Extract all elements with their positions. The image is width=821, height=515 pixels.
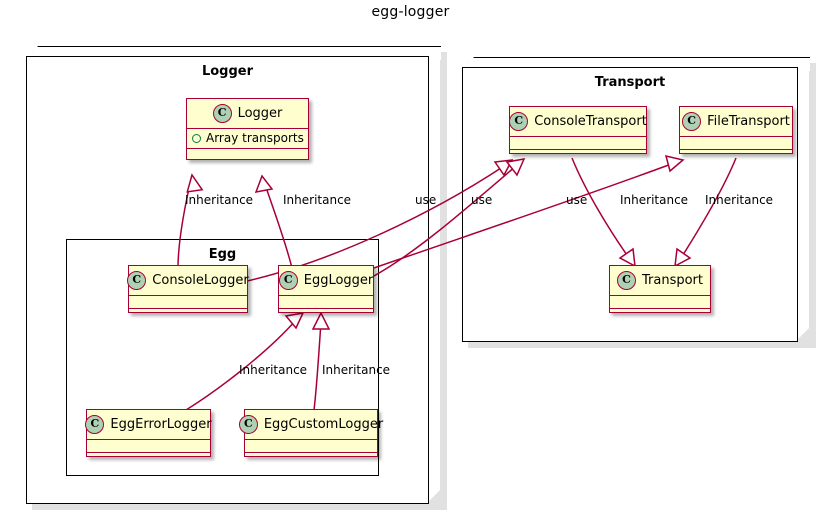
class-stereotype-icon: C xyxy=(212,104,232,123)
class-stereotype-icon: C xyxy=(682,112,702,131)
edge-label-inheritance: Inheritance xyxy=(620,193,689,207)
page-title: egg-logger xyxy=(371,4,450,20)
class-header: C EggCustomLogger xyxy=(238,410,383,440)
edge-label-use: use xyxy=(471,193,493,207)
package-title-logger: Logger xyxy=(201,64,254,79)
class-stereotype-icon: C xyxy=(509,112,529,131)
edge-egglogger-consoletransport xyxy=(374,166,516,276)
class-attributes: Array transports xyxy=(187,129,308,149)
class-name: EggLogger xyxy=(303,273,374,288)
inheritance-arrowhead xyxy=(620,249,635,266)
class-methods xyxy=(279,309,373,322)
class-attributes xyxy=(680,137,792,150)
class-name: Logger xyxy=(237,106,283,121)
edge-egglogger-filetransport xyxy=(374,163,674,268)
inheritance-arrowhead xyxy=(675,249,690,266)
edge-label-inheritance: Inheritance xyxy=(322,363,391,377)
class-name: EggErrorLogger xyxy=(110,417,212,432)
inheritance-arrowhead xyxy=(286,313,303,328)
edge-label-inheritance: Inheritance xyxy=(283,193,352,207)
edge-label-use: use xyxy=(566,193,588,207)
class-box-filetransport[interactable]: C FileTransport xyxy=(679,106,793,154)
edge-label-inheritance: Inheritance xyxy=(185,193,254,207)
class-box-transport[interactable]: C Transport xyxy=(609,265,711,313)
class-stereotype-icon: C xyxy=(85,415,105,434)
inheritance-arrowhead xyxy=(666,156,683,171)
class-attributes xyxy=(610,296,710,309)
class-header: C Transport xyxy=(610,266,710,296)
class-box-logger[interactable]: C Logger Array transports xyxy=(186,98,309,160)
class-attributes xyxy=(87,440,210,453)
class-name: ConsoleLogger xyxy=(152,273,249,288)
package-right-face xyxy=(426,46,440,504)
class-header: C EggLogger xyxy=(278,266,374,296)
class-methods xyxy=(510,150,646,163)
class-attributes xyxy=(245,440,377,453)
edge-filetransport-transport xyxy=(681,158,736,258)
class-methods xyxy=(610,309,710,322)
class-stereotype-icon: C xyxy=(127,271,147,290)
attribute-label: Array transports xyxy=(206,131,304,145)
class-name: FileTransport xyxy=(707,114,790,129)
class-header: C ConsoleLogger xyxy=(127,266,249,296)
package-right-face xyxy=(795,57,809,342)
edge-label-inheritance: Inheritance xyxy=(239,363,308,377)
class-header: C EggErrorLogger xyxy=(85,410,212,440)
class-attributes xyxy=(510,137,646,150)
edge-consolelogger-consoletransport xyxy=(247,166,504,281)
class-methods xyxy=(87,453,210,466)
edge-label-inheritance: Inheritance xyxy=(705,193,774,207)
class-methods xyxy=(129,309,247,322)
package-title-transport: Transport xyxy=(594,75,666,90)
class-box-eggerrorlogger[interactable]: C EggErrorLogger xyxy=(85,409,212,457)
class-stereotype-icon: C xyxy=(238,415,258,434)
class-methods xyxy=(680,150,792,163)
edge-eggerrorlogger-egglogger xyxy=(186,320,296,410)
class-name: EggCustomLogger xyxy=(263,417,384,432)
inheritance-arrowhead xyxy=(185,174,202,192)
edge-eggcustomlogger-egglogger xyxy=(314,322,321,410)
class-methods xyxy=(187,149,308,162)
class-box-consoletransport[interactable]: C ConsoleTransport xyxy=(509,106,647,154)
class-header: C FileTransport xyxy=(680,107,792,137)
inheritance-arrowhead xyxy=(313,313,329,329)
class-header: C Logger xyxy=(187,99,308,129)
class-box-consolelogger[interactable]: C ConsoleLogger xyxy=(127,265,249,313)
package-title-egg: Egg xyxy=(208,247,237,262)
class-attributes xyxy=(129,296,247,309)
class-name: Transport xyxy=(642,273,704,288)
class-stereotype-icon: C xyxy=(617,271,636,290)
class-attributes xyxy=(279,296,373,309)
class-box-eggcustomlogger[interactable]: C EggCustomLogger xyxy=(238,409,383,457)
inheritance-arrowhead xyxy=(507,159,524,175)
class-name: ConsoleTransport xyxy=(534,114,647,129)
inheritance-arrowhead xyxy=(256,176,272,192)
edge-consoletransport-transport xyxy=(572,158,629,258)
visibility-package-icon xyxy=(192,133,201,143)
class-box-egglogger[interactable]: C EggLogger xyxy=(278,265,374,313)
class-stereotype-icon: C xyxy=(278,271,298,290)
class-methods xyxy=(245,453,377,466)
class-header: C ConsoleTransport xyxy=(509,107,647,137)
edge-label-use: use xyxy=(415,193,437,207)
